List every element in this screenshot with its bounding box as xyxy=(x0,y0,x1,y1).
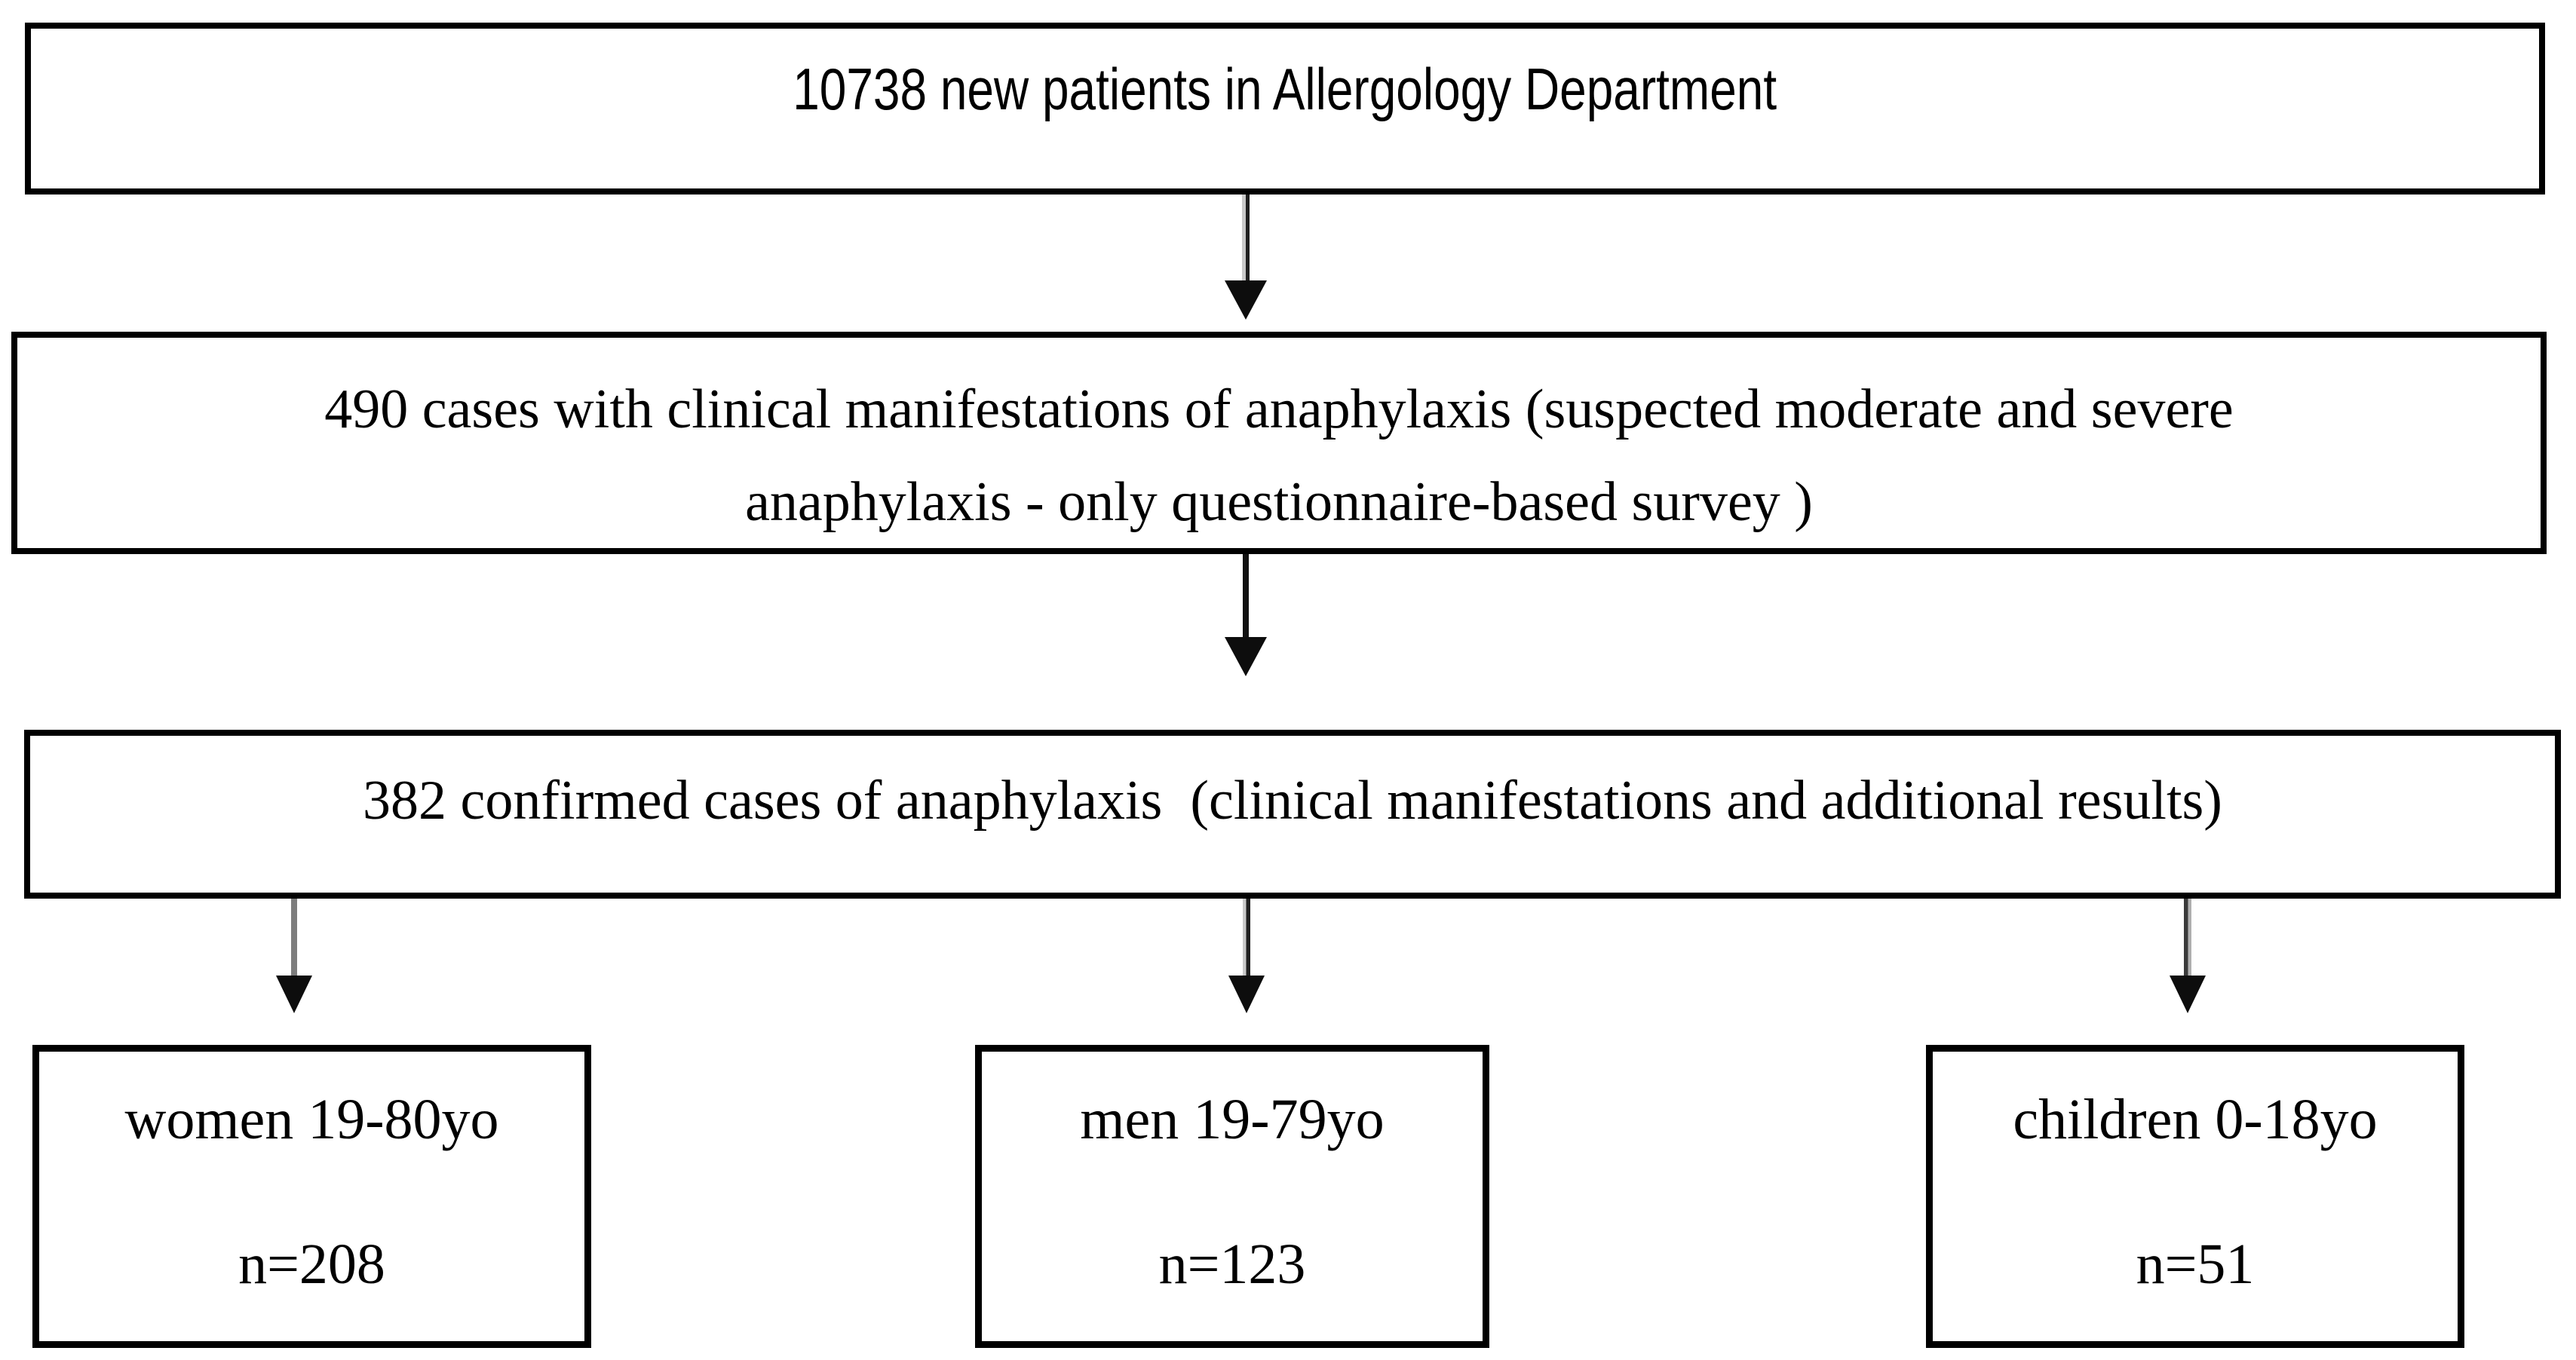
men-group-label: men 19-79yo xyxy=(1080,1088,1385,1151)
arrow-shaft xyxy=(1242,195,1250,280)
arrowhead-icon xyxy=(2170,976,2206,1013)
suspected-cases-text-line1: 490 cases with clinical manifestations o… xyxy=(324,378,2234,441)
arrowhead-icon xyxy=(1225,280,1267,320)
suspected-cases-text-line2: anaphylaxis - only questionnaire-based s… xyxy=(745,470,1813,533)
women-group-label: women 19-80yo xyxy=(124,1088,499,1151)
flow-box-women: women 19-80yo n=208 xyxy=(32,1045,591,1348)
women-group-count: n=208 xyxy=(238,1233,385,1296)
arrow-shaft xyxy=(291,899,297,976)
men-group-count: n=123 xyxy=(1158,1233,1306,1296)
flow-box-confirmed-cases: 382 confirmed cases of anaphylaxis (clin… xyxy=(24,730,2561,899)
flow-box-suspected-cases: 490 cases with clinical manifestations o… xyxy=(11,332,2547,554)
down-arrow-men xyxy=(1228,899,1265,1013)
arrow-shaft xyxy=(1243,554,1249,637)
arrowhead-icon xyxy=(276,976,312,1013)
total-patients-text: 10738 new patients in Allergology Depart… xyxy=(793,56,1777,122)
children-group-label: children 0-18yo xyxy=(2013,1088,2378,1151)
down-arrow-1 xyxy=(1225,195,1267,320)
arrowhead-icon xyxy=(1225,637,1267,676)
down-arrow-2 xyxy=(1225,554,1267,676)
down-arrow-women xyxy=(276,899,312,1013)
flow-box-children: children 0-18yo n=51 xyxy=(1926,1045,2464,1348)
children-group-count: n=51 xyxy=(2136,1233,2255,1296)
arrow-shaft xyxy=(2184,899,2191,976)
arrow-shaft xyxy=(1243,899,1250,976)
flow-box-men: men 19-79yo n=123 xyxy=(975,1045,1489,1348)
down-arrow-children xyxy=(2170,899,2206,1013)
confirmed-cases-text: 382 confirmed cases of anaphylaxis (clin… xyxy=(363,770,2222,832)
arrowhead-icon xyxy=(1228,976,1265,1013)
flow-box-total-patients: 10738 new patients in Allergology Depart… xyxy=(25,23,2545,195)
